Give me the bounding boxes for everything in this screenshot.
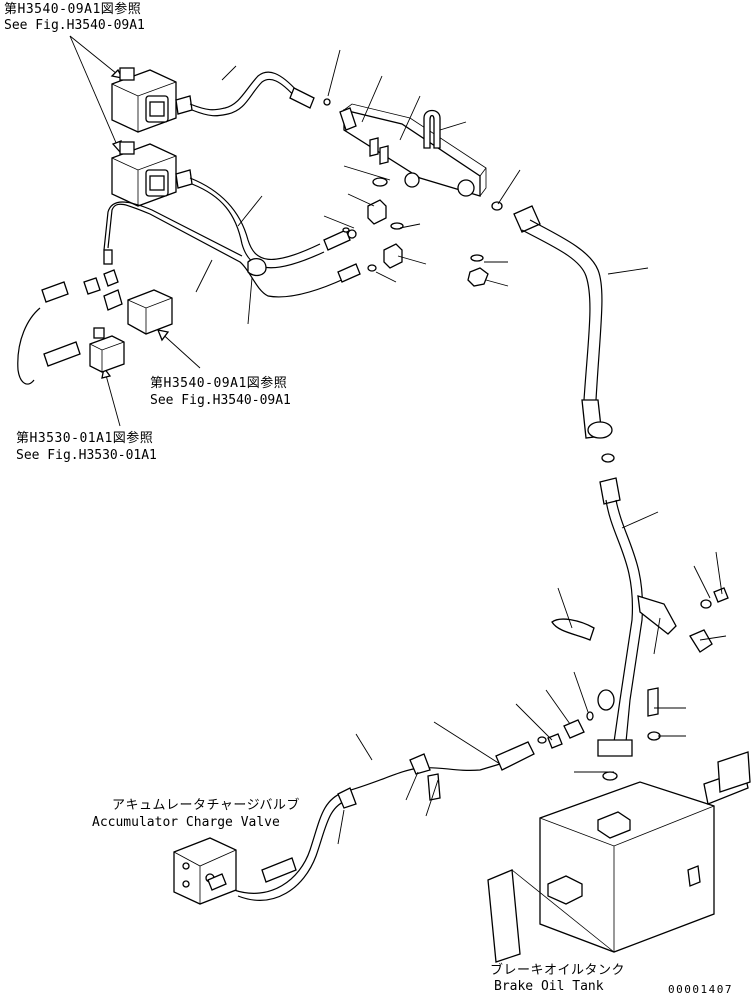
solenoid-valve-lower <box>111 141 193 207</box>
ref1-label-en: See Fig.H3540-09A1 <box>4 18 145 33</box>
ref2-label-jp: 第H3540-09A1図参照 <box>150 376 288 391</box>
tank-label-en: Brake Oil Tank <box>494 979 604 994</box>
accumulator-label-jp: アキュムレータチャージバルブ <box>112 798 300 813</box>
brake-oil-tank <box>487 751 751 963</box>
manifold-block <box>339 103 487 197</box>
small-valve-block <box>89 289 173 373</box>
ref2-label-en: See Fig.H3540-09A1 <box>150 393 291 408</box>
large-hose-right <box>513 205 613 439</box>
leader-lines <box>195 49 727 845</box>
accumulator-charge-valve <box>173 837 237 905</box>
ref3-label-jp: 第H3530-01A1図参照 <box>16 431 154 446</box>
accumulator-label-en: Accumulator Charge Valve <box>92 815 280 830</box>
ref1-label-jp: 第H3540-09A1図参照 <box>4 2 142 17</box>
drawing-number: 00001407 <box>668 983 733 996</box>
ref1-arrows <box>69 35 124 154</box>
ref3-label-en: See Fig.H3530-01A1 <box>16 448 157 463</box>
solenoid-valve-upper <box>111 67 193 133</box>
tank-label-jp: ブレーキオイルタンク <box>490 963 626 978</box>
